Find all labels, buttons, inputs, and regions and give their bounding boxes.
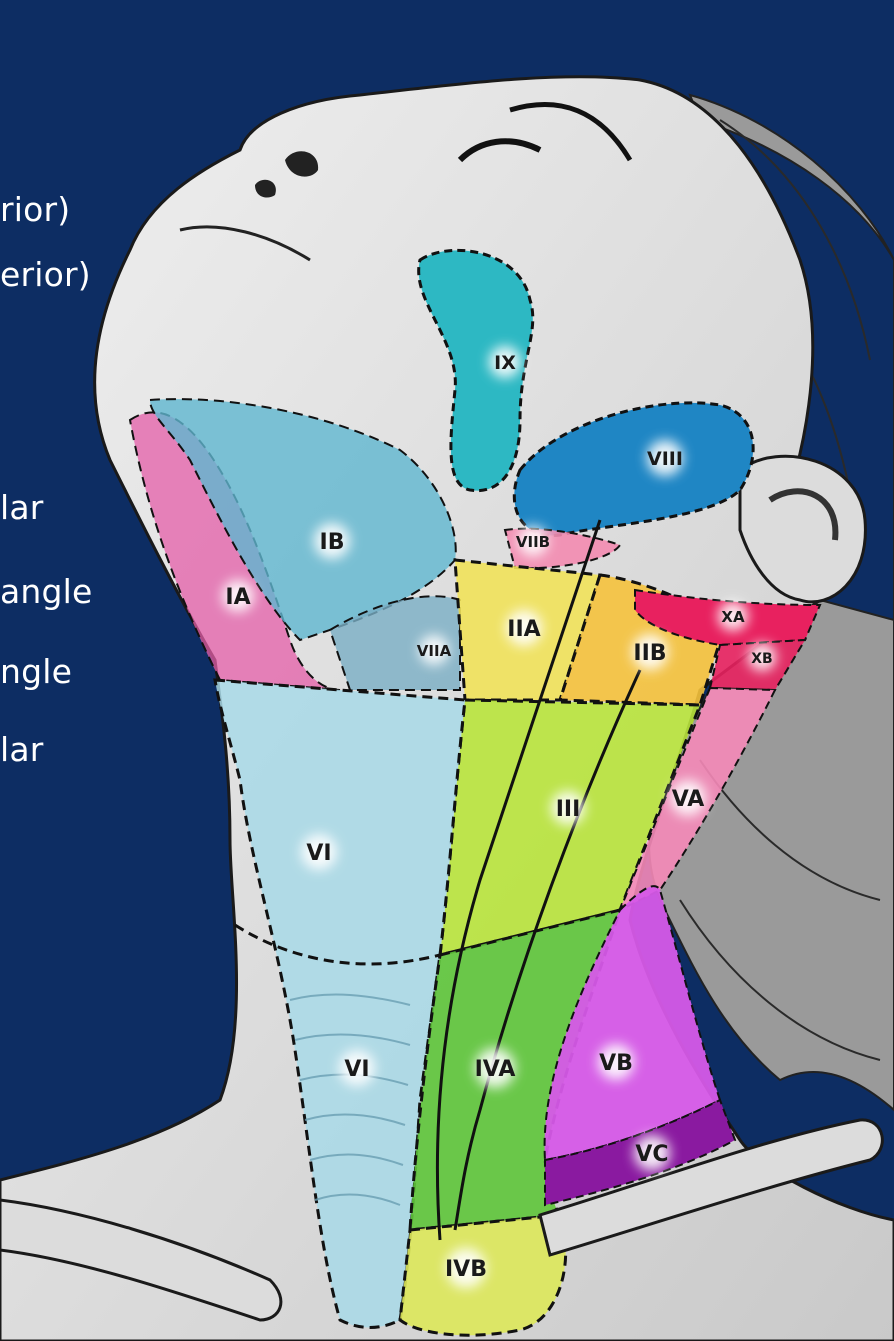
- label-IIB: IIB: [633, 641, 666, 666]
- label-VIII: VIII: [647, 448, 683, 470]
- label-IIA: IIA: [507, 617, 540, 642]
- label-IVB: IVB: [445, 1257, 487, 1282]
- label-IX: IX: [494, 352, 516, 374]
- label-III: III: [556, 797, 581, 822]
- label-IVA: IVA: [475, 1057, 516, 1082]
- label-VB: VB: [599, 1051, 633, 1076]
- label-XB: XB: [751, 651, 772, 667]
- label-VIIA: VIIA: [417, 642, 452, 660]
- label-VC: VC: [635, 1142, 668, 1167]
- label-XA: XA: [721, 608, 745, 626]
- label-VIIB: VIIB: [516, 533, 550, 551]
- label-VI-lower: VI: [344, 1057, 369, 1082]
- label-VA: VA: [672, 787, 705, 812]
- label-IA: IA: [225, 585, 250, 610]
- label-IB: IB: [320, 530, 345, 555]
- label-VI-upper: VI: [306, 841, 331, 866]
